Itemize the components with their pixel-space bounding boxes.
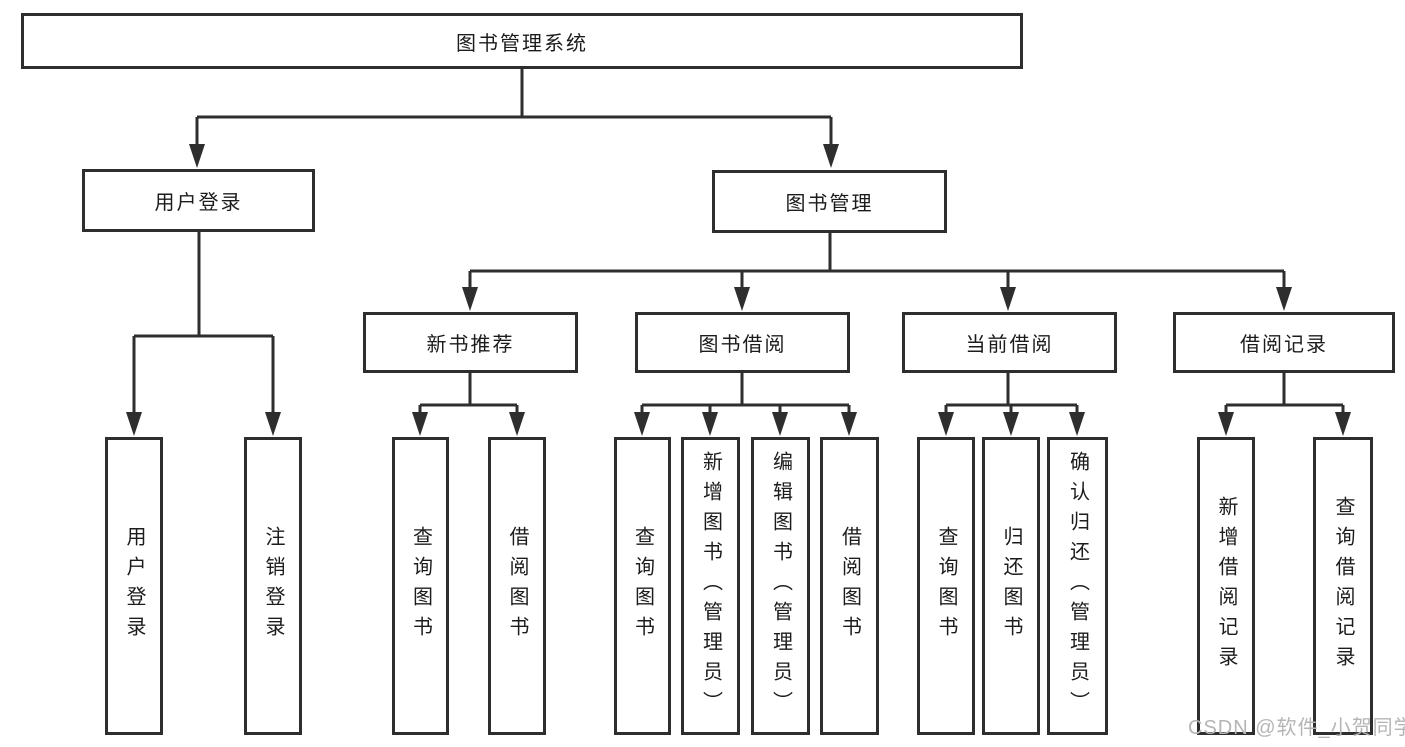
leaf-query-books-current: 查询图书 [917,437,975,735]
connector-root [195,69,833,145]
leaf-user-login: 用户登录 [105,437,163,735]
connector-book-management [468,233,1286,288]
connector-user-login [132,232,275,413]
node-root: 图书管理系统 [21,13,1023,69]
leaf-label: 注销登录 [262,526,284,646]
leaf-label: 编辑图书（管理员） [769,451,792,721]
leaf-label: 查询图书 [409,526,432,646]
leaf-label: 新增图书（管理员） [699,451,722,721]
leaf-query-books-borrow: 查询图书 [614,437,671,735]
leaf-logout: 注销登录 [244,437,302,735]
leaf-return-books: 归还图书 [982,437,1040,735]
leaf-borrow-books-recommend: 借阅图书 [488,437,546,735]
leaf-label: 借阅图书 [838,526,861,646]
node-borrow-records: 借阅记录 [1173,312,1395,373]
leaf-label: 借阅图书 [506,526,528,646]
leaf-label: 查询借阅记录 [1332,496,1354,676]
leaf-label: 归还图书 [1000,526,1022,646]
leaf-query-books-recommend: 查询图书 [392,437,449,735]
node-book-management: 图书管理 [712,170,947,233]
leaf-label: 用户登录 [123,526,145,646]
connector-current-borrow [944,373,1079,413]
leaf-label: 查询图书 [631,526,654,646]
connector-borrow-record [1224,373,1345,413]
connector-new-book [418,373,519,413]
node-new-book-recommend: 新书推荐 [363,312,578,373]
leaf-edit-books-admin: 编辑图书（管理员） [751,437,810,735]
node-user-login: 用户登录 [82,169,315,232]
leaf-label: 查询图书 [935,526,957,646]
connector-book-borrow [640,373,851,413]
node-book-borrow: 图书借阅 [635,312,850,373]
leaf-add-books-admin: 新增图书（管理员） [681,437,740,735]
leaf-add-borrow-record: 新增借阅记录 [1197,437,1255,735]
leaf-query-borrow-record: 查询借阅记录 [1313,437,1373,735]
leaf-confirm-return-admin: 确认归还（管理员） [1047,437,1108,735]
leaf-label: 确认归还（管理员） [1066,451,1089,721]
leaf-label: 新增借阅记录 [1215,496,1237,676]
node-current-borrow: 当前借阅 [902,312,1117,373]
watermark: CSDN @软件_小贺同学 [1188,717,1405,739]
leaf-borrow-books: 借阅图书 [820,437,879,735]
